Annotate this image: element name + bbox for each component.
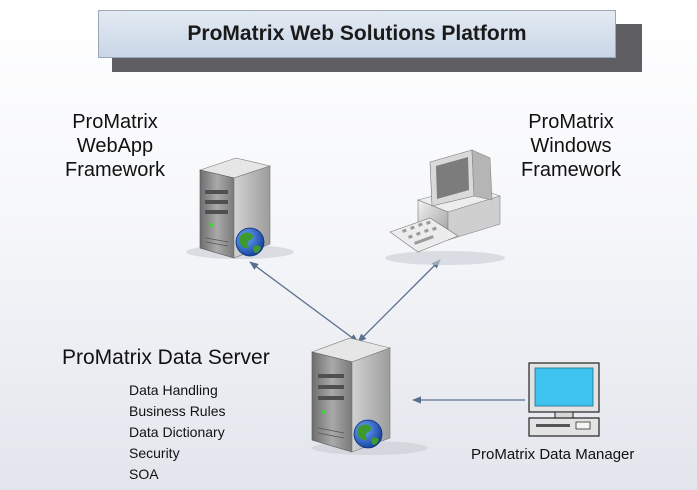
feature-item: Data Handling xyxy=(129,382,218,398)
feature-item: Security xyxy=(129,445,180,461)
globe-icon xyxy=(235,227,265,257)
connector-windows-dataserver xyxy=(357,259,441,343)
data-server-title: ProMatrix Data Server xyxy=(62,346,270,369)
data-server-features: Data Handling Business Rules Data Dictio… xyxy=(129,380,226,485)
webapp-framework-label: ProMatrix WebApp Framework xyxy=(60,110,170,182)
monitor-icon xyxy=(528,362,600,437)
webapp-label-line: Framework xyxy=(64,159,165,181)
webapp-label-line: ProMatrix xyxy=(72,111,158,133)
windows-label-line: Framework xyxy=(520,159,621,181)
diagram-title: ProMatrix Web Solutions Platform xyxy=(98,10,616,58)
windows-framework-label: ProMatrix Windows Framework xyxy=(512,110,630,182)
connector-webapp-dataserver xyxy=(249,261,359,343)
windows-label-line: ProMatrix xyxy=(528,111,614,133)
globe-icon xyxy=(353,419,383,449)
feature-item: Business Rules xyxy=(129,403,226,419)
desktop-computer-icon xyxy=(385,149,505,265)
feature-item: Data Dictionary xyxy=(129,424,225,440)
feature-item: SOA xyxy=(129,466,159,482)
webapp-label-line: WebApp xyxy=(76,135,154,157)
data-manager-label: ProMatrix Data Manager xyxy=(471,446,635,463)
windows-label-line: Windows xyxy=(530,135,612,157)
